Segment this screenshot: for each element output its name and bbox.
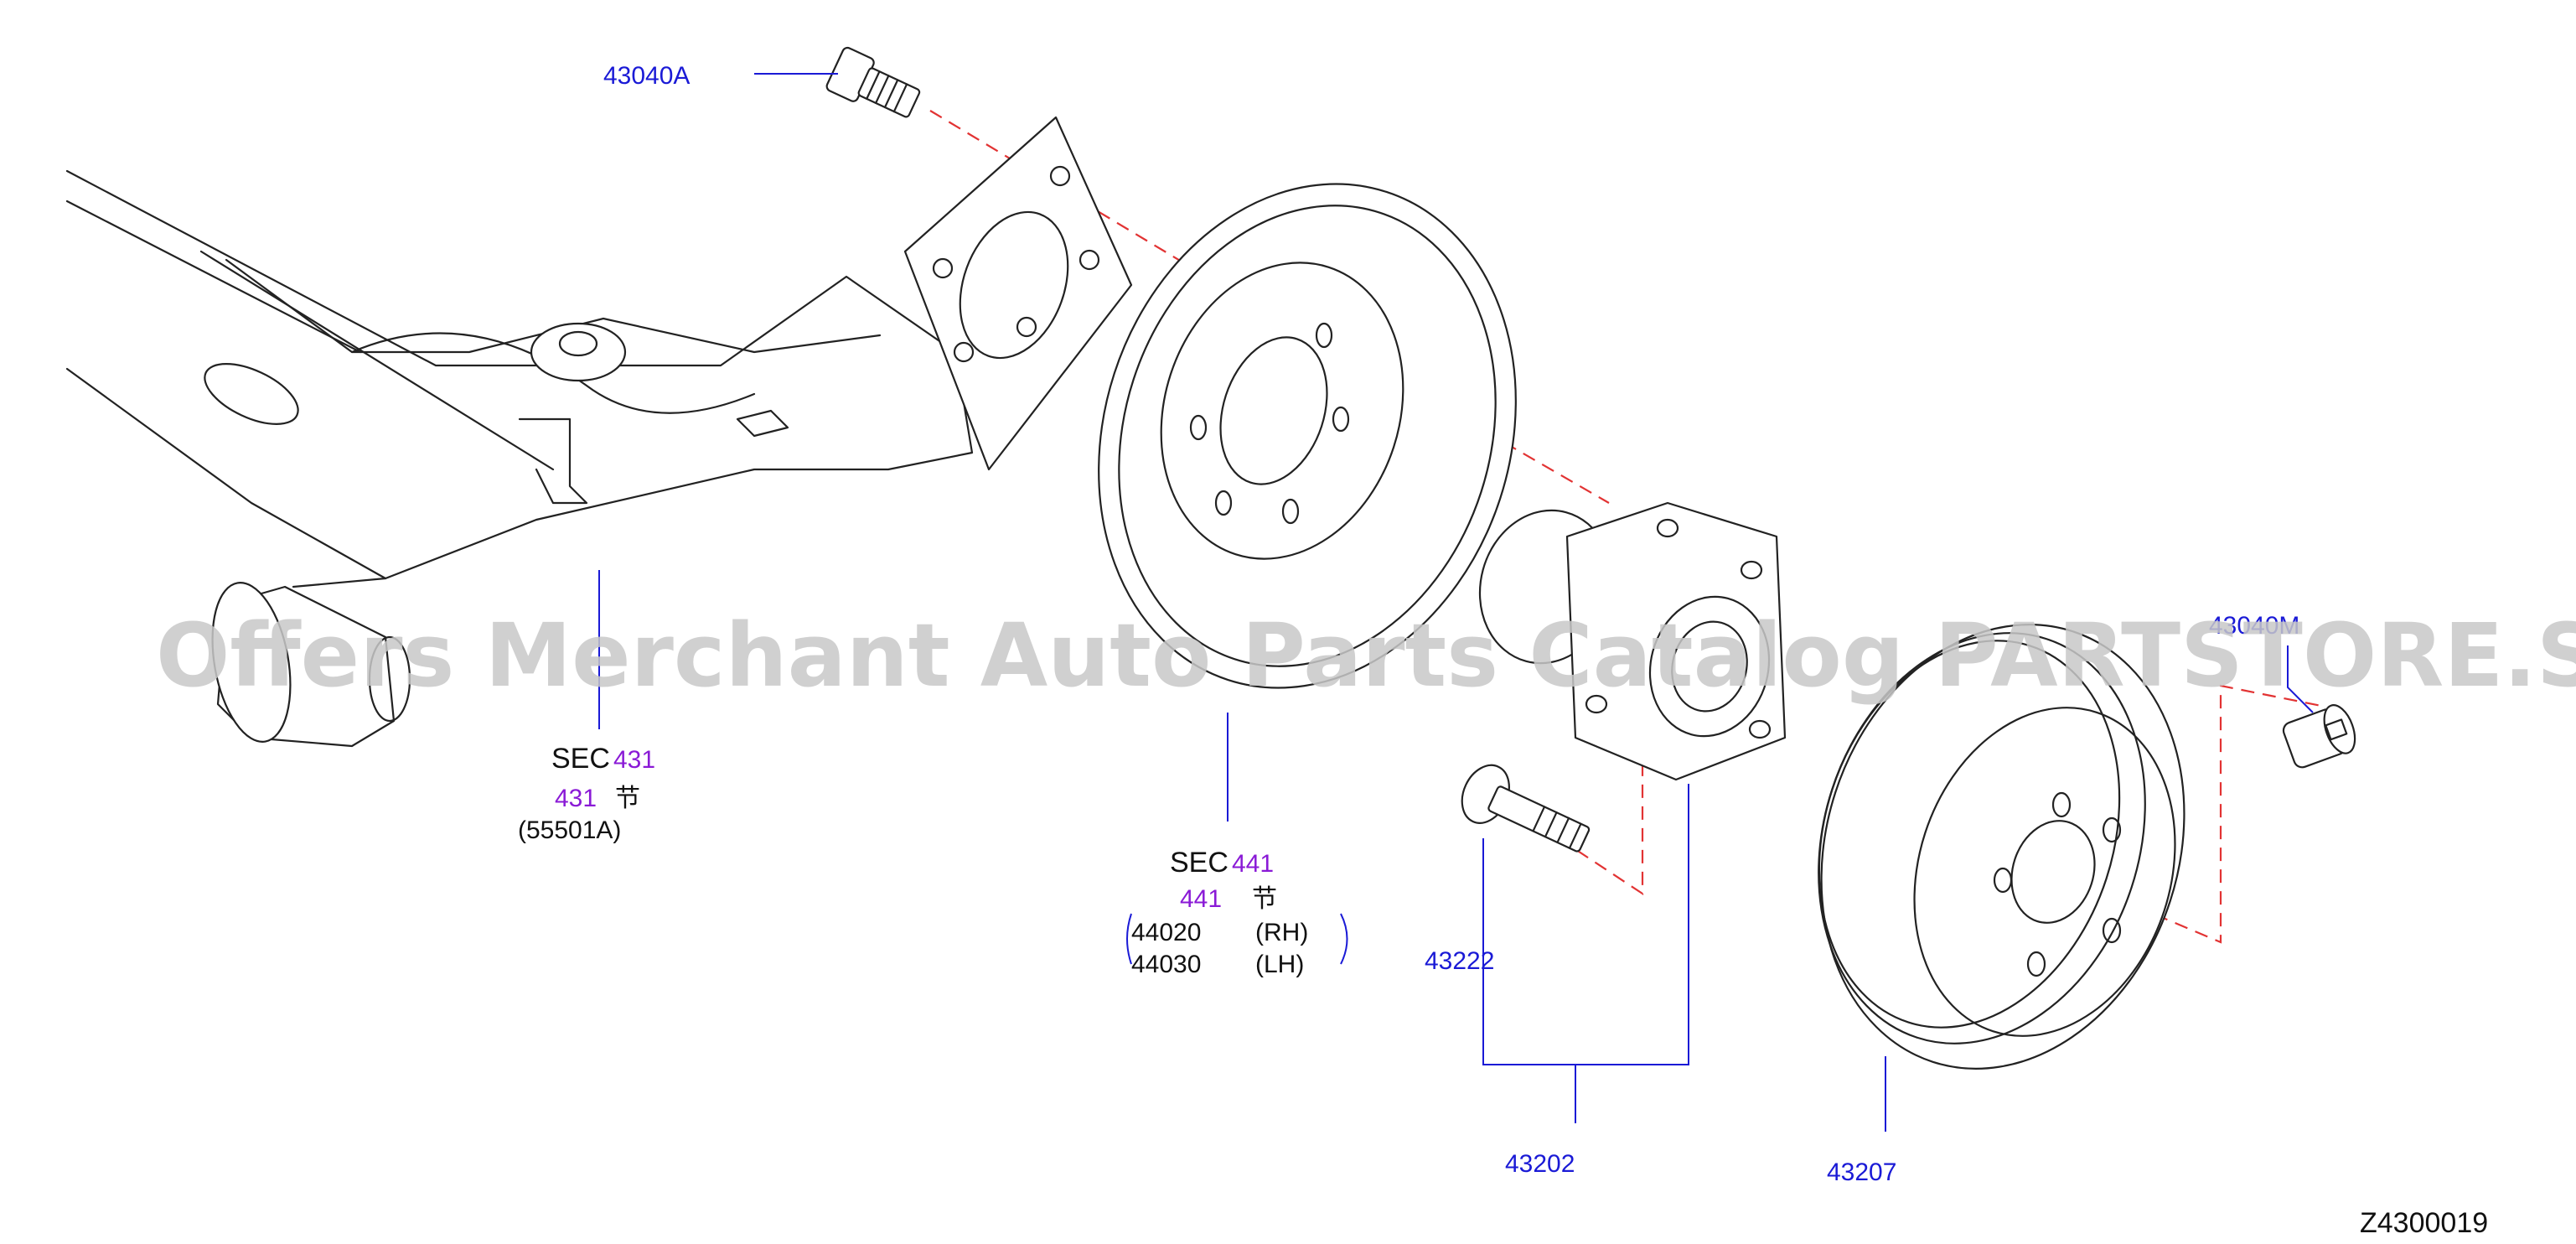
callout-labels: 43040A SEC 431 431 节 (55501A) SEC 441 44… xyxy=(518,62,2488,1239)
sec431-part: (55501A) xyxy=(518,816,621,844)
brake-rotor xyxy=(1818,624,2185,1070)
sec441-line2-ref[interactable]: 441 xyxy=(1180,885,1222,913)
wheel-hub-assembly xyxy=(1478,501,1787,781)
sec441-sec: SEC xyxy=(1170,847,1229,879)
watermark-text: Offers Merchant Auto Parts Catalog PARTS… xyxy=(156,604,2576,707)
bolt-43040a xyxy=(825,46,921,118)
sec441-ref[interactable]: 441 xyxy=(1232,850,1274,878)
callout-bolt[interactable]: 43040A xyxy=(603,62,690,90)
callout-rotor[interactable]: 43207 xyxy=(1827,1158,1896,1186)
sec431-sec: SEC xyxy=(551,743,610,775)
callout-cap[interactable]: 43040M xyxy=(2209,612,2299,640)
sec431-line2-ref[interactable]: 431 xyxy=(555,785,597,812)
callout-hub-assembly[interactable]: 43202 xyxy=(1505,1150,1575,1178)
sec431-ref[interactable]: 431 xyxy=(613,746,655,774)
sec441-lh-part: 44030 xyxy=(1131,951,1201,978)
leader-lines xyxy=(598,73,2314,1132)
brake-backing-plate xyxy=(1098,183,1517,689)
callout-hub-bolt[interactable]: 43222 xyxy=(1425,947,1494,975)
diagram-id: Z4300019 xyxy=(2360,1207,2488,1239)
sec431-line2-char: 节 xyxy=(615,785,640,812)
rear-axle-beam xyxy=(65,116,1133,748)
hub-bolt-43222 xyxy=(1461,764,1591,853)
sec441-line2-char: 节 xyxy=(1252,885,1277,913)
sec441-rh-part: 44020 xyxy=(1131,919,1201,946)
dust-cap xyxy=(2282,704,2356,769)
sec441-rh-side: (RH) xyxy=(1255,919,1308,946)
sec441-lh-side: (LH) xyxy=(1255,951,1304,978)
